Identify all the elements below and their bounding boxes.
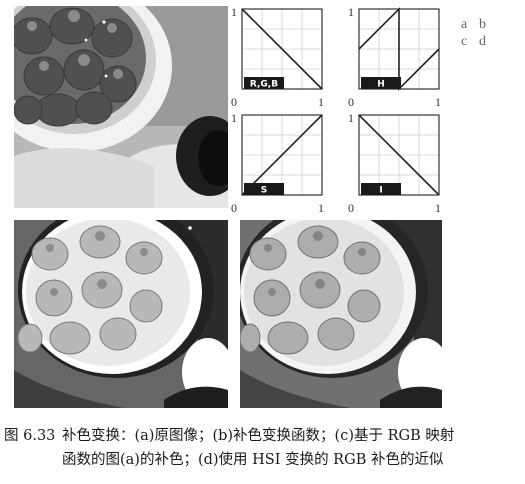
y-tick-1: 1: [348, 5, 354, 19]
rgb-complement-image: [14, 220, 228, 408]
graph-label-h: H: [377, 80, 385, 90]
graph-i: I 1 0 1: [345, 111, 445, 217]
panel-letter-a: a: [461, 17, 468, 32]
graph-label-rgb: R,G,B: [250, 80, 278, 90]
y-tick-1: 1: [231, 5, 237, 19]
panel-letter-c: c: [461, 34, 468, 49]
graph-label-s: S: [261, 186, 267, 196]
graph-h: H 1 0 1: [345, 5, 445, 111]
x-tick-0: 0: [231, 95, 237, 109]
x-tick-0: 0: [348, 201, 354, 215]
graph-label-i: I: [379, 186, 382, 196]
y-tick-1: 1: [348, 111, 354, 125]
panel-letter-b: b: [479, 17, 486, 32]
x-tick-0: 0: [231, 201, 237, 215]
x-tick-1: 1: [318, 201, 324, 215]
s-curve: [241, 114, 323, 196]
caption-line-1: 补色变换：(a)原图像；(b)补色变换函数；(c)基于 RGB 映射: [62, 428, 455, 444]
figure-caption: 图 6.33 补色变换：(a)原图像；(b)补色变换函数；(c)基于 RGB 映射…: [4, 424, 522, 472]
x-tick-1: 1: [435, 95, 441, 109]
graph-rgb: R,G,B 1 0 1: [228, 5, 328, 111]
original-image: [14, 6, 228, 208]
y-tick-1: 1: [231, 111, 237, 125]
figure-label: 图 6.33: [4, 428, 56, 444]
x-tick-1: 1: [318, 95, 324, 109]
graph-s: S 1 0 1: [228, 111, 328, 217]
hsi-complement-image: [240, 220, 442, 408]
x-tick-1: 1: [435, 201, 441, 215]
rgb-curve: [241, 8, 323, 90]
x-tick-0: 0: [348, 95, 354, 109]
h-curve: [358, 7, 440, 91]
panel-letter-d: d: [479, 34, 486, 49]
i-curve: [358, 114, 440, 196]
caption-line-2: 函数的图(a)的补色；(d)使用 HSI 变换的 RGB 补色的近似: [62, 452, 444, 468]
